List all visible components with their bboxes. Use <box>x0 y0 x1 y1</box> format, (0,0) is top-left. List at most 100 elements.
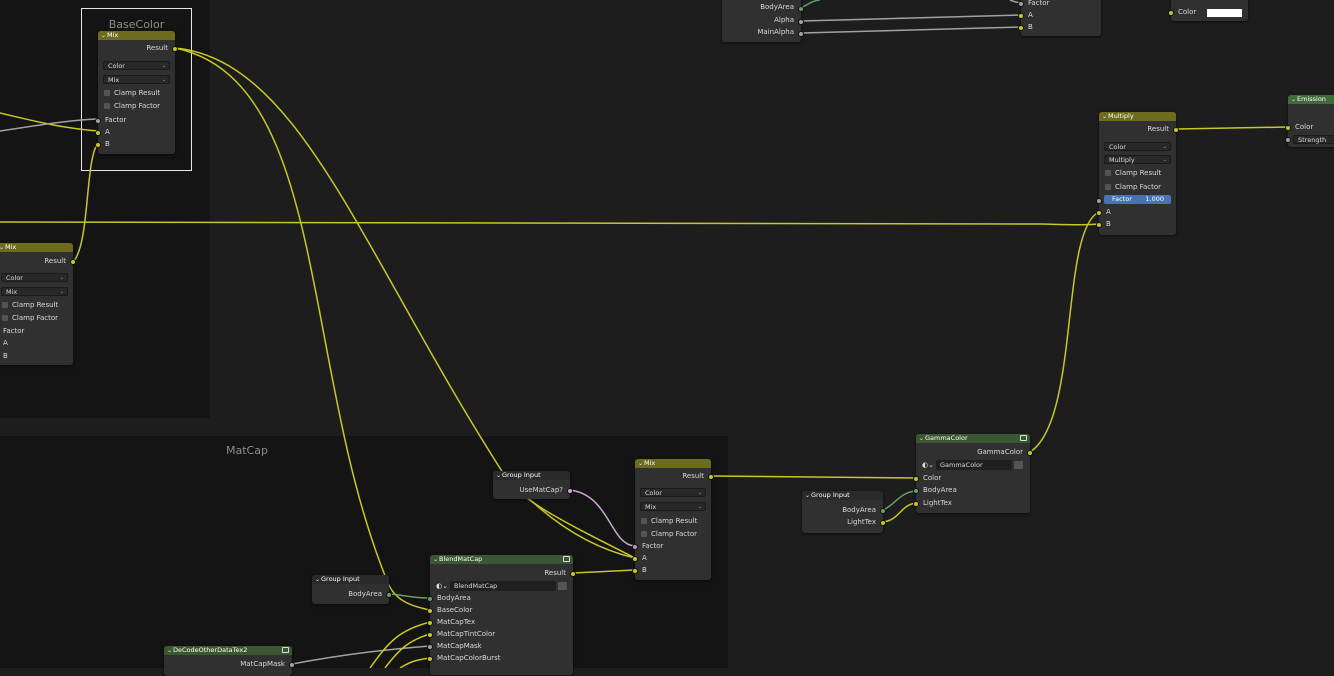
blend-mode-select[interactable]: Multiply⌄ <box>1104 155 1171 164</box>
blendmatcap-header[interactable]: ⌄BlendMatCap <box>430 555 573 564</box>
emission-node-header[interactable]: ⌄Emission <box>1288 95 1334 104</box>
socket-matcap-mask[interactable] <box>289 662 295 668</box>
socket-result[interactable] <box>172 46 178 52</box>
mix-node-header[interactable]: ⌄Mix <box>0 243 73 252</box>
factor-slider[interactable]: Factor 1.000 <box>1104 195 1171 204</box>
socket-a[interactable] <box>1096 210 1102 216</box>
socket-b[interactable] <box>95 142 101 148</box>
clamp-factor-checkbox[interactable]: Clamp Factor <box>641 529 697 539</box>
mix-node-matcap[interactable]: ⌄Mix Result Color⌄ Mix⌄ Clamp Result Cla… <box>632 459 714 580</box>
clamp-result-checkbox[interactable]: Clamp Result <box>104 88 160 98</box>
socket-light-tex[interactable] <box>880 520 886 526</box>
socket-b[interactable] <box>632 568 638 574</box>
frame-matcap[interactable]: MatCap <box>0 436 728 668</box>
group-input-node-bodyarea[interactable]: ⌄Group Input BodyArea <box>312 575 392 604</box>
socket-base-color[interactable] <box>427 608 433 614</box>
collapse-chevron-icon[interactable]: ⌄ <box>1102 113 1108 120</box>
socket-a[interactable] <box>95 130 101 136</box>
clamp-factor-checkbox[interactable]: Clamp Factor <box>2 313 58 323</box>
group-input-header[interactable]: ⌄Group Input <box>802 491 883 500</box>
node-group-icon[interactable] <box>282 647 289 653</box>
collapse-chevron-icon[interactable]: ⌄ <box>101 32 107 39</box>
node-group-icon[interactable] <box>563 556 570 562</box>
clamp-result-checkbox[interactable]: Clamp Result <box>2 300 58 310</box>
socket-body-area[interactable] <box>913 488 919 494</box>
socket-factor[interactable] <box>1018 1 1024 7</box>
strength-field[interactable]: Strength <box>1293 135 1334 144</box>
clamp-result-checkbox[interactable]: Clamp Result <box>1105 168 1161 178</box>
collapse-chevron-icon[interactable]: ⌄ <box>496 472 502 479</box>
group-input-node-lighttex[interactable]: ⌄Group Input BodyArea LightTex <box>802 491 886 533</box>
collapse-chevron-icon[interactable]: ⌄ <box>167 647 173 654</box>
data-type-select[interactable]: Color⌄ <box>103 61 170 70</box>
socket-body-area[interactable] <box>798 6 804 12</box>
data-type-select[interactable]: Color⌄ <box>640 488 706 497</box>
mix-node-left[interactable]: ⌄Mix Result Color⌄ Mix⌄ Clamp Result Cla… <box>0 243 76 365</box>
mix-node-header[interactable]: ⌄Mix <box>98 31 175 40</box>
emission-node[interactable]: ⌄Emission Color Strength <box>1285 95 1334 147</box>
socket-b[interactable] <box>1018 25 1024 31</box>
collapse-chevron-icon[interactable]: ⌄ <box>805 492 811 499</box>
collapse-chevron-icon[interactable]: ⌄ <box>638 460 644 467</box>
blend-mode-select[interactable]: Mix⌄ <box>1 287 68 296</box>
collapse-chevron-icon[interactable]: ⌄ <box>1291 96 1297 103</box>
color-swatch[interactable] <box>1207 9 1242 17</box>
frame-basecolor-selected[interactable]: BaseColor <box>81 8 192 171</box>
group-input-header[interactable]: ⌄Group Input <box>493 471 570 480</box>
socket-alpha[interactable] <box>798 19 804 25</box>
collapse-chevron-icon[interactable]: ⌄ <box>433 556 439 563</box>
socket-gamma-color[interactable] <box>1027 450 1033 456</box>
clamp-factor-checkbox[interactable]: Clamp Factor <box>104 101 160 111</box>
gammacolor-header[interactable]: ⌄GammaColor <box>916 434 1030 443</box>
socket-strength[interactable] <box>1285 137 1291 143</box>
mix-node-basecolor[interactable]: ⌄Mix Result Color⌄ Mix⌄ Clamp Result Cla… <box>95 31 178 154</box>
socket-result[interactable] <box>708 474 714 480</box>
socket-body-area[interactable] <box>386 592 392 598</box>
socket-a[interactable] <box>632 556 638 562</box>
node-tree-icon[interactable]: ◐⌄ <box>922 461 934 469</box>
group-input-node-top[interactable]: BodyArea Alpha MainAlpha <box>722 0 804 42</box>
socket-result[interactable] <box>1173 127 1179 133</box>
socket-color[interactable] <box>913 476 919 482</box>
socket-matcap-mask[interactable] <box>427 644 433 650</box>
data-type-select[interactable]: Color⌄ <box>1 273 68 282</box>
mix-node-header[interactable]: ⌄Mix <box>635 459 711 468</box>
clamp-result-checkbox[interactable]: Clamp Result <box>641 516 697 526</box>
decode-node-header[interactable]: ⌄DeCodeOtherDataTex2 <box>164 646 292 655</box>
socket-body-area[interactable] <box>427 596 433 602</box>
socket-light-tex[interactable] <box>913 501 919 507</box>
socket-matcap-tint-color[interactable] <box>427 632 433 638</box>
decode-other-data-tex2-node[interactable]: ⌄DeCodeOtherDataTex2 MatCapMask <box>164 646 295 676</box>
socket-factor[interactable] <box>632 544 638 550</box>
collapse-chevron-icon[interactable]: ⌄ <box>315 576 321 583</box>
multiply-node-header[interactable]: ⌄Multiply <box>1099 112 1176 121</box>
socket-color[interactable] <box>1285 125 1291 131</box>
socket-factor[interactable] <box>95 118 101 124</box>
node-tree-icon[interactable]: ◐⌄ <box>436 582 448 590</box>
node-group-icon[interactable] <box>1020 435 1027 441</box>
socket-main-alpha[interactable] <box>798 31 804 37</box>
socket-a[interactable] <box>1018 13 1024 19</box>
multiply-node[interactable]: ⌄Multiply Result Color⌄ Multiply⌄ Clamp … <box>1096 112 1179 235</box>
collapse-chevron-icon[interactable]: ⌄ <box>919 435 925 442</box>
socket-result[interactable] <box>70 259 76 265</box>
socket-matcap-color-burst[interactable] <box>427 656 433 662</box>
fake-user-shield-icon[interactable] <box>558 582 567 590</box>
node-top-right[interactable]: Color <box>1168 0 1248 21</box>
socket-color[interactable] <box>1168 10 1174 16</box>
nodegroup-name-field[interactable]: BlendMatCap <box>450 581 556 591</box>
socket-factor[interactable] <box>1096 198 1102 204</box>
blend-mode-select[interactable]: Mix⌄ <box>103 75 170 84</box>
collapse-chevron-icon[interactable]: ⌄ <box>0 244 5 251</box>
socket-b[interactable] <box>1096 222 1102 228</box>
group-input-node-usematcap[interactable]: ⌄Group Input UseMatCap? <box>493 471 573 499</box>
socket-body-area[interactable] <box>880 508 886 514</box>
data-type-select[interactable]: Color⌄ <box>1104 142 1171 151</box>
mix-node-top[interactable]: Factor A B <box>1018 0 1101 36</box>
blend-mode-select[interactable]: Mix⌄ <box>640 502 706 511</box>
fake-user-shield-icon[interactable] <box>1014 461 1023 469</box>
gammacolor-group-node[interactable]: ⌄GammaColor GammaColor ◐⌄ GammaColor Col… <box>913 434 1033 513</box>
blendmatcap-group-node[interactable]: ⌄BlendMatCap Result ◐⌄ BlendMatCap BodyA… <box>427 555 576 675</box>
socket-result[interactable] <box>570 571 576 577</box>
